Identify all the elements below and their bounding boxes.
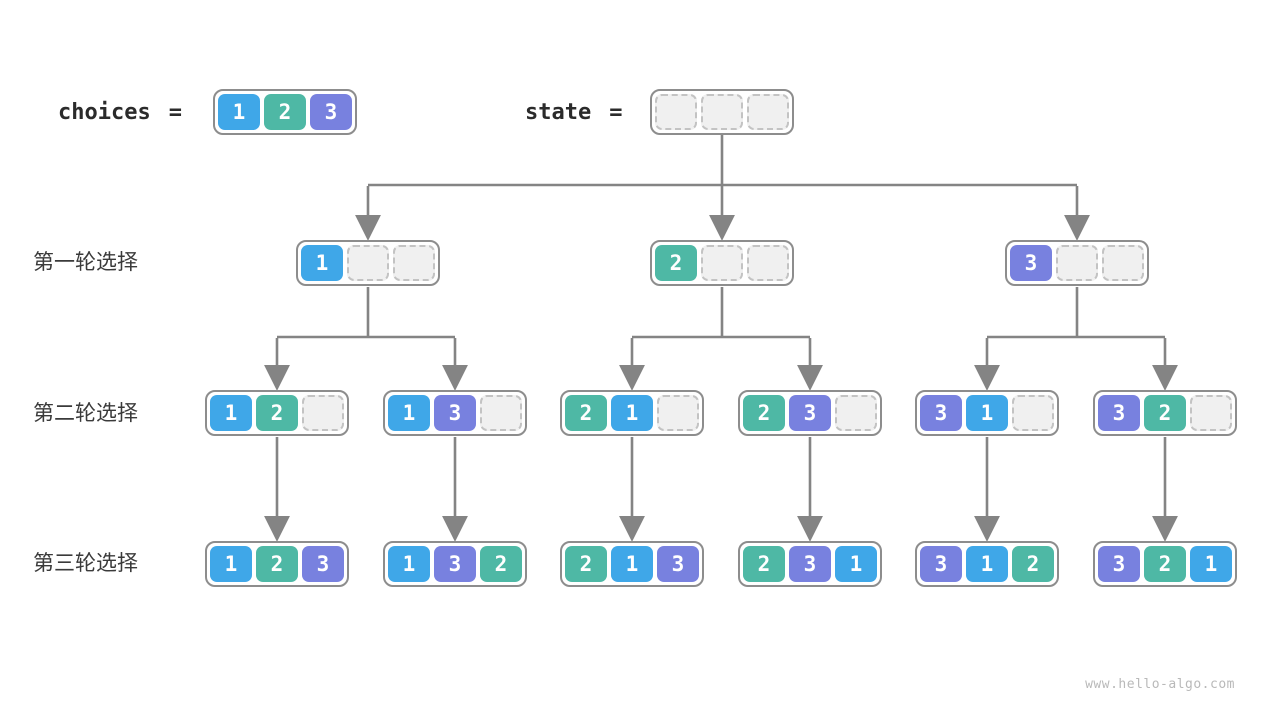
round-1-label: 第一轮选择 [33, 251, 138, 274]
array-cell: 1 [966, 546, 1008, 582]
array-cell: 3 [1098, 546, 1140, 582]
array-cell [657, 395, 699, 431]
array-cell: 1 [388, 395, 430, 431]
array-cell: 2 [565, 546, 607, 582]
array-cell: 3 [1010, 245, 1052, 281]
array-cell: 1 [388, 546, 430, 582]
array-cell: 3 [302, 546, 344, 582]
tree-node-r1-1: 1 [296, 240, 440, 286]
array-cell: 3 [789, 546, 831, 582]
tree-node-r2-1: 1 2 [205, 390, 349, 436]
tree-node-r3-2: 1 3 2 [383, 541, 527, 587]
tree-node-r3-6: 3 2 1 [1093, 541, 1237, 587]
choices-label: choices [58, 99, 151, 125]
tree-node-r3-5: 3 1 2 [915, 541, 1059, 587]
array-cell: 1 [611, 395, 653, 431]
array-cell: 3 [1098, 395, 1140, 431]
round-2-label: 第二轮选择 [33, 402, 138, 425]
array-cell [747, 245, 789, 281]
array-cell: 1 [210, 395, 252, 431]
tree-node-r2-6: 3 2 [1093, 390, 1237, 436]
array-cell: 3 [434, 395, 476, 431]
tree-node-r2-3: 2 1 [560, 390, 704, 436]
array-cell: 2 [256, 546, 298, 582]
array-cell [480, 395, 522, 431]
tree-node-r3-4: 2 3 1 [738, 541, 882, 587]
array-cell: 2 [1144, 395, 1186, 431]
equals-sign: = [168, 99, 182, 125]
array-cell: 2 [1144, 546, 1186, 582]
array-cell [1056, 245, 1098, 281]
array-cell: 2 [480, 546, 522, 582]
array-cell: 2 [264, 94, 306, 130]
array-cell: 3 [434, 546, 476, 582]
tree-node-r1-3: 3 [1005, 240, 1149, 286]
array-cell: 3 [310, 94, 352, 130]
equals-sign: = [609, 99, 623, 125]
array-cell [1012, 395, 1054, 431]
array-cell: 1 [835, 546, 877, 582]
state-label: state [525, 99, 592, 125]
array-cell: 1 [301, 245, 343, 281]
array-cell: 3 [920, 546, 962, 582]
tree-node-r1-2: 2 [650, 240, 794, 286]
array-cell [835, 395, 877, 431]
array-cell: 2 [256, 395, 298, 431]
state-expression: state = [525, 89, 622, 135]
tree-node-r3-1: 1 2 3 [205, 541, 349, 587]
round-3-label: 第三轮选择 [33, 552, 138, 575]
array-cell [1190, 395, 1232, 431]
array-cell [655, 94, 697, 130]
array-cell [747, 94, 789, 130]
array-cell [347, 245, 389, 281]
choices-array: 1 2 3 [213, 89, 357, 135]
array-cell: 3 [920, 395, 962, 431]
watermark: www.hello-algo.com [1085, 677, 1235, 692]
array-cell: 1 [611, 546, 653, 582]
tree-node-r2-4: 2 3 [738, 390, 882, 436]
array-cell: 2 [1012, 546, 1054, 582]
array-cell: 2 [743, 395, 785, 431]
array-cell [393, 245, 435, 281]
array-cell: 1 [210, 546, 252, 582]
array-cell [701, 245, 743, 281]
array-cell: 2 [655, 245, 697, 281]
array-cell: 1 [218, 94, 260, 130]
tree-node-r3-3: 2 1 3 [560, 541, 704, 587]
array-cell: 3 [789, 395, 831, 431]
array-cell [1102, 245, 1144, 281]
array-cell: 2 [743, 546, 785, 582]
array-cell [701, 94, 743, 130]
array-cell: 1 [1190, 546, 1232, 582]
array-cell: 2 [565, 395, 607, 431]
choices-expression: choices = [58, 89, 182, 135]
array-cell [302, 395, 344, 431]
state-array [650, 89, 794, 135]
array-cell: 1 [966, 395, 1008, 431]
tree-node-r2-5: 3 1 [915, 390, 1059, 436]
array-cell: 3 [657, 546, 699, 582]
tree-node-r2-2: 1 3 [383, 390, 527, 436]
